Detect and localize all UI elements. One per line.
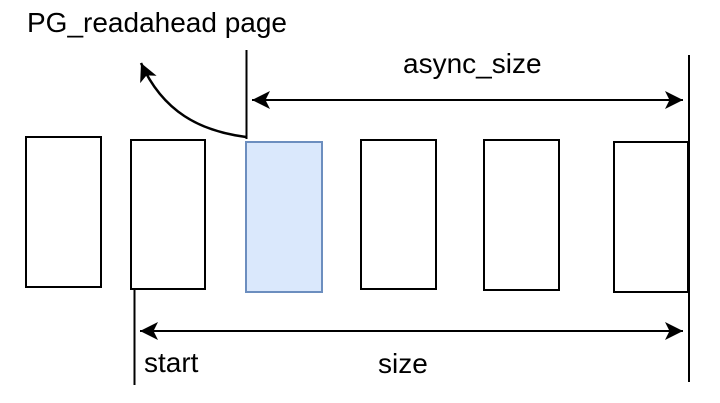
start-label: start (144, 347, 199, 378)
page-box (130, 139, 206, 290)
pg-readahead-pointer-arrow (139, 62, 247, 139)
pg-readahead-page-label: PG_readahead page (27, 7, 287, 38)
page-box (613, 141, 689, 293)
async-size-label: async_size (403, 48, 542, 79)
readahead-page-box (245, 141, 323, 293)
size-label: size (378, 348, 428, 379)
page-box (483, 139, 560, 291)
page-box (360, 139, 437, 290)
page-box (25, 136, 102, 288)
